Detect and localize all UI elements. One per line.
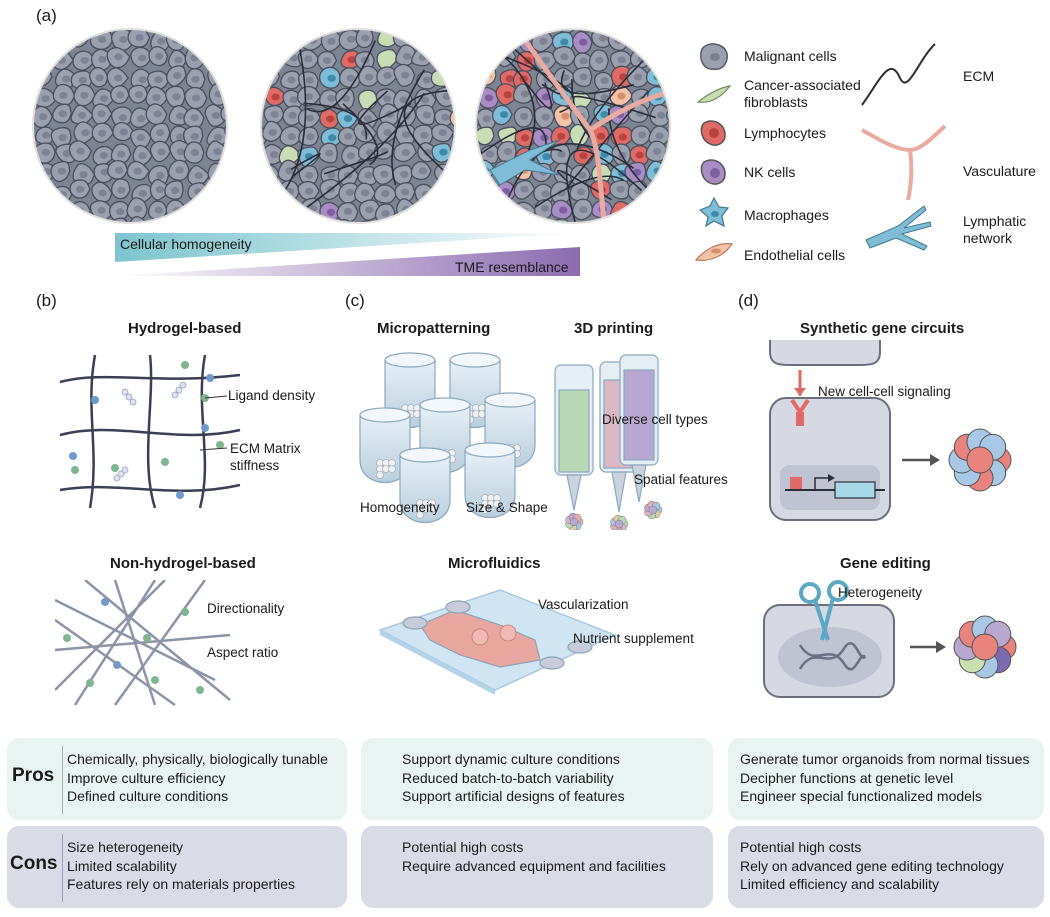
hydrogel-title: Hydrogel-based: [128, 320, 242, 337]
pros-item: Chemically, physically, biologically tun…: [67, 751, 328, 767]
cons-item: Limited scalability: [67, 857, 177, 874]
cons-item: Potential high costs: [740, 839, 862, 855]
pros-item: Decipher functions at genetic level: [740, 769, 954, 786]
legend-fibroblasts: Cancer-associated fibroblasts: [744, 77, 861, 110]
legend-vasculature: Vasculature: [963, 163, 1036, 179]
pros-item: Reduced batch-to-batch variability: [402, 769, 614, 786]
micropatterning-printing-diagram: [359, 352, 663, 530]
pros-list-hydrogel: Chemically, physically, biologically tun…: [67, 750, 328, 806]
cons-item: Potential high costs: [402, 839, 524, 855]
hydrogel-network-diagram: [59, 354, 241, 509]
3d-printing-title: 3D printing: [574, 320, 654, 337]
cons-list-hydrogel: Size heterogeneity Limited scalability F…: [67, 838, 295, 894]
pros-divider: [62, 746, 63, 814]
homogeneity-label: Homogeneity: [360, 500, 440, 515]
pros-box-gene: [728, 738, 1044, 820]
micropatterning-title: Micropatterning: [377, 320, 491, 337]
legend-nk-cells: NK cells: [744, 164, 796, 180]
vascularization-label: Vascularization: [538, 597, 629, 612]
nonhydrogel-title: Non-hydrogel-based: [110, 555, 256, 572]
macrophage-icon: [698, 196, 730, 228]
nutrient-supplement-label: Nutrient supplement: [573, 631, 694, 646]
heterogeneity-label: Heterogeneity: [838, 585, 923, 600]
panel-b-label: (b): [36, 291, 57, 310]
panel-a-diagram: [32, 28, 947, 276]
legend-macrophages: Macrophages: [744, 207, 829, 223]
fibroblast-icon: [696, 85, 732, 103]
lymphocyte-icon: [700, 120, 726, 146]
homogeneous-tissue-circle: [32, 28, 228, 224]
cons-box-gene: [728, 826, 1044, 908]
homogeneity-gradient: [115, 233, 580, 262]
legend-ecm: ECM: [963, 68, 995, 84]
nk-cell-icon: [700, 159, 726, 185]
gene-editing-title: Gene editing: [840, 555, 931, 572]
intermediate-tissue-circle: [260, 28, 456, 224]
pros-item: Improve culture efficiency: [67, 769, 226, 786]
nonhydrogel-fiber-diagram: [55, 580, 231, 707]
directionality-label: Directionality: [207, 601, 285, 616]
cons-list-gene: Potential high costs Rely on advanced ge…: [740, 838, 1004, 894]
pros-label: Pros: [12, 765, 55, 786]
ligand-density-label: Ligand density: [228, 388, 316, 403]
pros-list-gene: Generate tumor organoids from normal tis…: [740, 750, 1029, 806]
ecm-fiber-icon: [861, 43, 936, 106]
endothelial-cell-icon: [694, 243, 734, 261]
legend-lymphatic-network: Lymphatic network: [963, 213, 1027, 246]
cons-item: Require advanced equipment and facilitie…: [402, 857, 666, 874]
cons-item: Size heterogeneity: [67, 839, 183, 855]
tme-resemblance-label: TME resemblance: [455, 259, 569, 275]
size-shape-label: Size & Shape: [466, 500, 548, 515]
panel-d-label: (d): [738, 291, 759, 310]
microfluidics-title: Microfluidics: [448, 555, 541, 572]
cons-box-hydrogel: [7, 826, 347, 908]
legend-lymphocytes: Lymphocytes: [744, 125, 826, 141]
gene-editing-diagram: [763, 580, 1017, 698]
cons-list-microfluidics: Potential high costs Require advanced eq…: [402, 838, 666, 875]
pros-list-microfluidics: Support dynamic culture conditions Reduc…: [402, 750, 625, 806]
cellular-homogeneity-label: Cellular homogeneity: [120, 236, 252, 252]
new-cell-signaling-label: New cell-cell signaling: [818, 384, 951, 399]
legend-endothelial-cells: Endothelial cells: [744, 247, 846, 263]
ecm-stiffness-label: ECM Matrix stiffness: [230, 441, 301, 473]
cons-item: Limited efficiency and scalability: [740, 876, 939, 892]
pros-box-hydrogel: [7, 738, 347, 820]
cons-divider: [62, 834, 63, 902]
legend-malignant-cells: Malignant cells: [744, 48, 837, 64]
cons-item: Rely on advanced gene editing technology: [740, 857, 1004, 874]
pros-item: Support dynamic culture conditions: [402, 751, 620, 767]
pros-item: Defined culture conditions: [67, 788, 229, 804]
panel-a-label: (a): [36, 6, 57, 25]
vasculature-icon: [861, 124, 947, 201]
spatial-features-label: Spatial features: [634, 472, 728, 487]
pros-item: Engineer special functionalized models: [740, 788, 983, 804]
aspect-ratio-label: Aspect ratio: [207, 645, 279, 660]
panel-c-label: (c): [345, 291, 365, 310]
cons-box-microfluidics: [361, 826, 713, 908]
cons-item: Features rely on materials properties: [67, 876, 295, 892]
pros-box-microfluidics: [361, 738, 713, 820]
pros-item: Generate tumor organoids from normal tis…: [740, 751, 1030, 767]
pros-item: Support artificial designs of features: [402, 788, 625, 804]
gene-circuit-diagram: [769, 340, 1012, 521]
microfluidics-chip-diagram: [378, 589, 617, 695]
lymphatic-network-icon: [865, 205, 932, 251]
synthetic-gene-circuits-title: Synthetic gene circuits: [800, 320, 965, 337]
malignant-cell-icon: [700, 43, 728, 70]
cons-label: Cons: [10, 853, 58, 874]
tme-resemblance-gradient: [115, 247, 580, 276]
complex-tme-circle: [475, 28, 671, 224]
diverse-cell-types-label: Diverse cell types: [602, 412, 708, 427]
